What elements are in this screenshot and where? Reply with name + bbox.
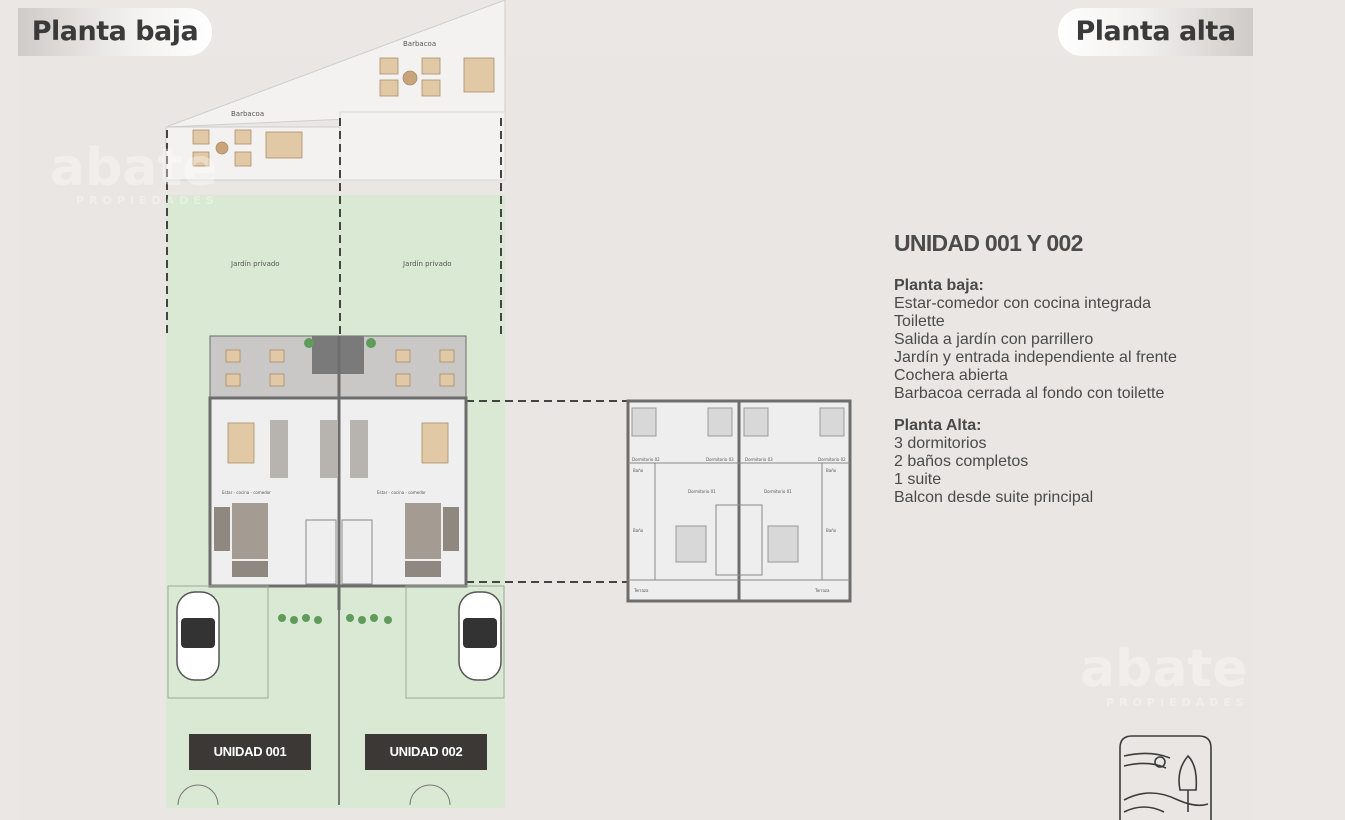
planta-alta-heading: Planta Alta: xyxy=(894,417,982,434)
plants xyxy=(278,338,392,624)
patio-furniture xyxy=(225,349,455,464)
car-right-windshield xyxy=(463,618,497,648)
header-planta-alta: Planta alta xyxy=(1058,8,1253,56)
label-bano-b: Baño xyxy=(633,528,644,533)
property-lines xyxy=(166,118,628,583)
watermark-brand-left: abate xyxy=(50,138,218,198)
watermark-sub-left: PROPIEDADES xyxy=(76,194,219,207)
planta-baja-item: Salida a jardín con parrillero xyxy=(894,331,1094,348)
planta-baja-item: Estar-comedor con cocina integrada xyxy=(894,295,1152,312)
planta-alta-item: Balcon desde suite principal xyxy=(894,489,1094,506)
barbacoa-furniture xyxy=(192,57,495,167)
watermark-sub-right: PROPIEDADES xyxy=(1106,696,1249,709)
planta-baja-item: Barbacoa cerrada al fondo con toilette xyxy=(894,385,1165,402)
kitchen-islands xyxy=(270,420,368,478)
barbacoa-patio xyxy=(339,111,506,181)
upper-walls xyxy=(628,462,850,581)
planta-baja-heading: Planta baja: xyxy=(894,277,984,294)
label-dormitorio-03-left: Dormitorio 03 xyxy=(706,457,734,462)
planta-baja-item: Toilette xyxy=(894,313,945,330)
sofas xyxy=(214,503,459,577)
unit-title: UNIDAD 001 Y 002 xyxy=(894,230,1083,256)
planta-baja-section: Planta baja: Estar-comedor con cocina in… xyxy=(894,277,1177,403)
planta-alta-item: 1 suite xyxy=(894,471,942,488)
planta-baja-item: Jardín y entrada independiente al frente xyxy=(894,349,1177,366)
label-estar-right: Estar - cocina - comedor xyxy=(377,490,426,495)
car-left-windshield xyxy=(181,618,215,648)
label-bano-d: Baño xyxy=(826,528,837,533)
label-bano-a: Baño xyxy=(633,468,644,473)
watermark-brand-right: abate xyxy=(1080,639,1248,699)
label-barbacoa-top: Barbacoa xyxy=(403,40,436,48)
label-jardin-left: Jardín privado xyxy=(230,260,280,268)
unit-label-002: UNIDAD 002 xyxy=(365,734,487,770)
parking xyxy=(167,585,505,805)
unit-info: UNIDAD 001 Y 002 Planta baja: Estar-come… xyxy=(894,230,1177,521)
barbacoa-area-top xyxy=(165,0,506,128)
label-terraza-right: Terraza xyxy=(814,588,830,593)
label-barbacoa-left: Barbacoa xyxy=(231,110,264,118)
front-gates xyxy=(177,784,451,806)
planta-alta-item: 2 baños completos xyxy=(894,453,1029,470)
planta-alta-item: 3 dormitorios xyxy=(894,435,987,452)
unit-label-001: UNIDAD 001 xyxy=(189,734,311,770)
header-planta-baja: Planta baja xyxy=(18,8,212,56)
label-jardin-right: Jardín privado xyxy=(402,260,452,268)
label-bano-c: Baño xyxy=(826,468,837,473)
planta-baja-item: Cochera abierta xyxy=(894,367,1008,384)
label-dormitorio-02-left: Dormitorio 02 xyxy=(632,457,660,462)
label-terraza-left: Terraza xyxy=(633,588,649,593)
landscape-logo-icon xyxy=(1119,735,1212,820)
planta-alta-section: Planta Alta: 3 dormitorios 2 baños compl… xyxy=(894,417,1177,507)
label-dormitorio-01-left: Dormitorio 01 xyxy=(688,489,716,494)
label-dormitorio-02-right: Dormitorio 02 xyxy=(818,457,846,462)
label-dormitorio-01-right: Dormitorio 01 xyxy=(764,489,792,494)
stairs xyxy=(305,519,373,585)
label-estar-left: Estar - cocina - comedor xyxy=(222,490,271,495)
label-dormitorio-03-right: Dormitorio 03 xyxy=(745,457,773,462)
upper-beds xyxy=(631,407,845,563)
